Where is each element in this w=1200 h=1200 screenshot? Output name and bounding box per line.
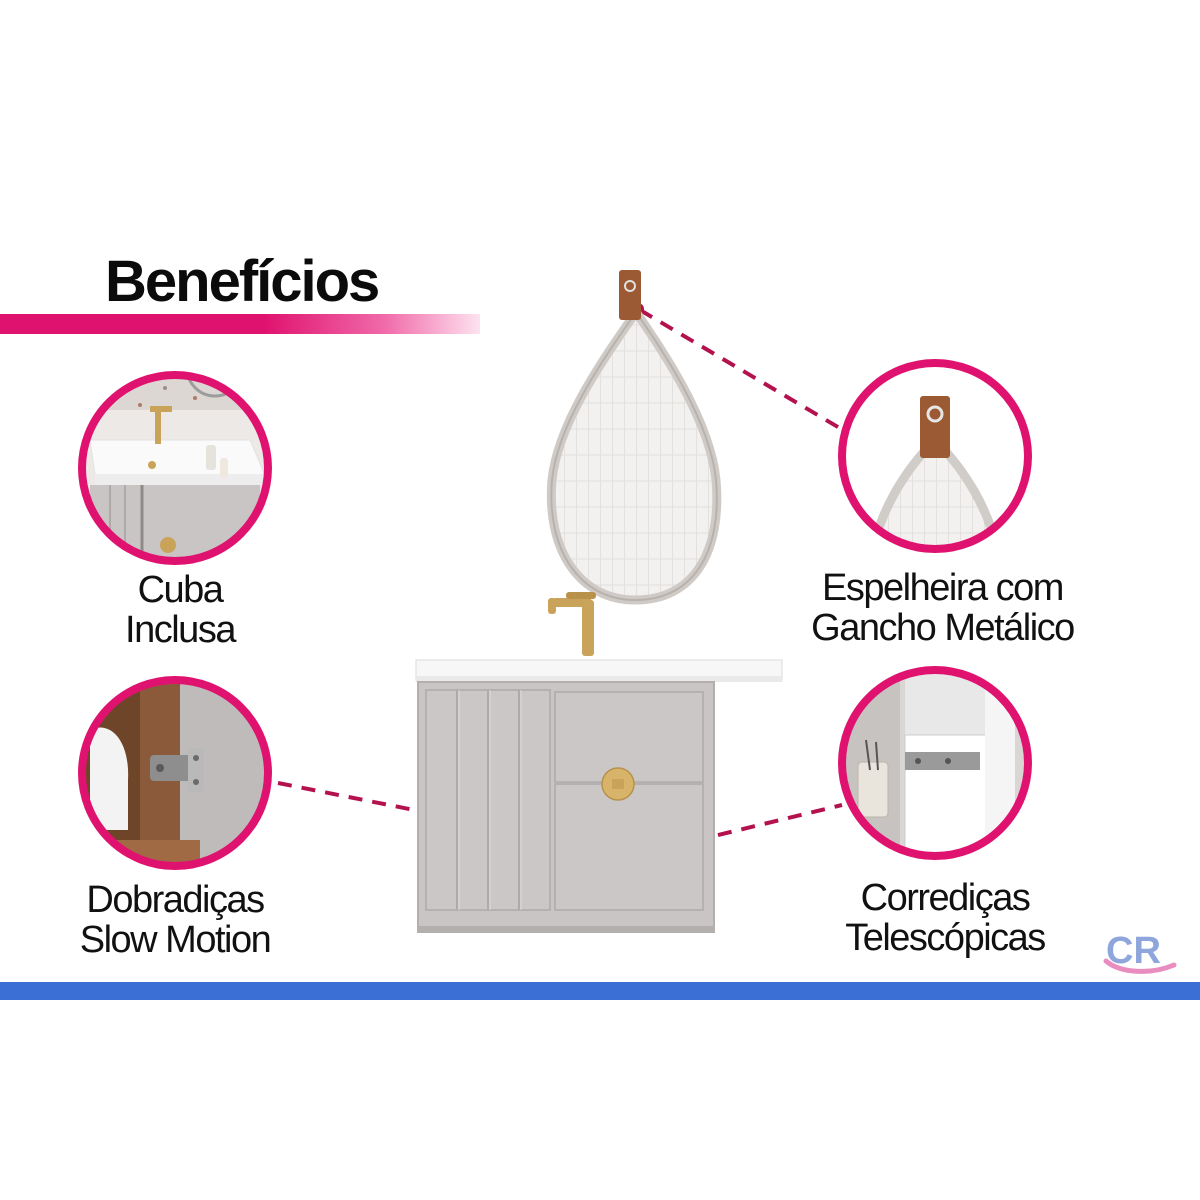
gold-faucet bbox=[548, 592, 596, 656]
caption-slides-line1: Corrediças bbox=[860, 877, 1031, 919]
metal-hook bbox=[624, 280, 636, 292]
teardrop-mirror bbox=[546, 270, 722, 605]
caption-hinge-line1: Dobradiças bbox=[86, 879, 265, 921]
zoom-sink bbox=[78, 371, 272, 565]
brand-logo: CR bbox=[1100, 925, 1180, 986]
vanity-cabinet bbox=[415, 659, 783, 933]
caption-mirror-line2: Gancho Metálico bbox=[811, 607, 1075, 649]
caption-mirror-line1: Espelheira com bbox=[822, 567, 1064, 609]
zoom-hook bbox=[838, 359, 1032, 553]
logo-text: CR bbox=[1106, 930, 1161, 972]
caption-hinge-line2: Slow Motion bbox=[79, 919, 272, 961]
bottom-drawer bbox=[554, 783, 704, 911]
caption-mirror: Espelheira com Gancho Metálico bbox=[770, 568, 1115, 648]
caption-sink: Cuba Inclusa bbox=[75, 570, 285, 650]
zoom-slides bbox=[838, 666, 1032, 860]
caption-sink-line1: Cuba bbox=[137, 569, 224, 611]
zoom-hinge bbox=[78, 676, 272, 870]
connector-mirror bbox=[638, 308, 845, 432]
caption-sink-line2: Inclusa bbox=[125, 609, 236, 651]
page-title: Benefícios bbox=[105, 249, 380, 314]
caption-hinge: Dobradiças Slow Motion bbox=[45, 880, 305, 960]
caption-slides-line2: Telescópicas bbox=[845, 917, 1046, 959]
leather-strap bbox=[619, 270, 641, 320]
caption-slides: Corrediças Telescópicas bbox=[815, 878, 1075, 958]
title-underline bbox=[0, 314, 480, 334]
top-drawer bbox=[554, 691, 704, 783]
footer-bar bbox=[0, 982, 1200, 1000]
